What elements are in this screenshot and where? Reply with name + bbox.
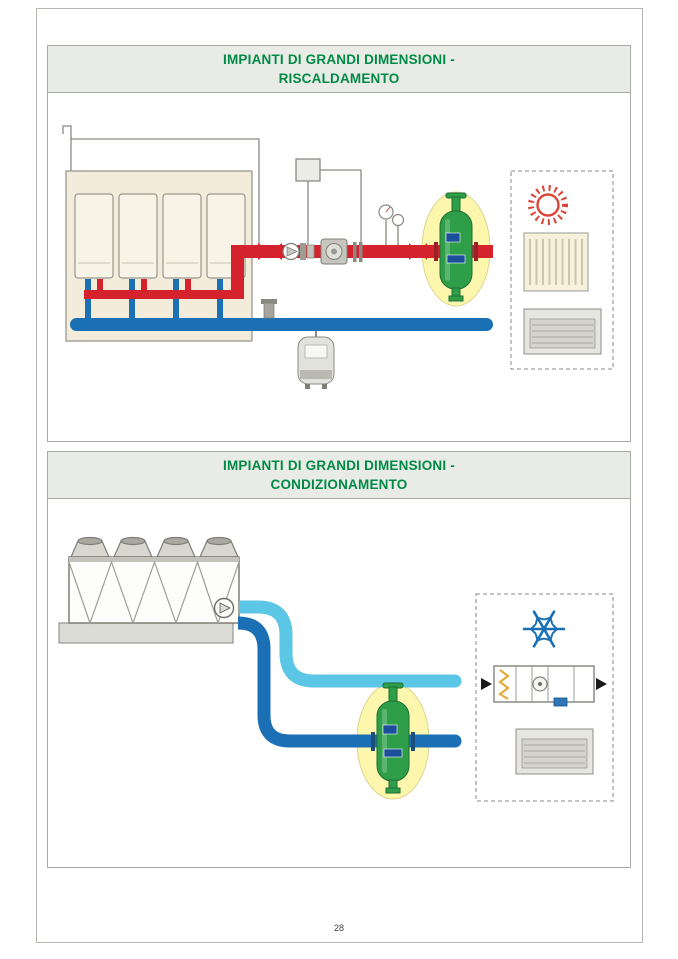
flange-icon (411, 732, 415, 751)
heating-title-line1: IMPIANTI DI GRANDI DIMENSIONI - (223, 52, 455, 67)
chiller-base (58, 622, 234, 644)
snowflake-icon (522, 610, 566, 648)
drain-cap (448, 295, 464, 302)
flange-icon (353, 242, 357, 262)
chilled-supply-pipe (239, 600, 455, 688)
cooling-section: IMPIANTI DI GRANDI DIMENSIONI - CONDIZIO… (47, 451, 631, 868)
brand-label (382, 724, 398, 735)
return-pipe-end (448, 734, 462, 748)
cooling-schematic (58, 536, 614, 802)
flange-icon (474, 242, 478, 261)
supply-manifold (84, 290, 244, 299)
pump-icon (213, 597, 235, 619)
heating-title-line2: RISCALDAMENTO (278, 71, 400, 86)
radiator-icon (523, 232, 589, 292)
flange-icon (434, 242, 438, 261)
pipeline-components (282, 204, 405, 265)
airflow-arrow-left (481, 678, 492, 690)
chiller-body (68, 556, 240, 624)
boiler (118, 193, 158, 279)
heating-schematic (62, 125, 614, 389)
coil-connection (553, 697, 568, 707)
drain-cap (385, 787, 401, 794)
heating-section: IMPIANTI DI GRANDI DIMENSIONI - RISCALDA… (47, 45, 631, 442)
cooling-diagram-area (48, 499, 630, 867)
auxiliary-piping (62, 125, 399, 246)
chilled-return-pipe (237, 616, 455, 748)
boiler-room (65, 170, 253, 342)
fan-coil-icon (515, 728, 594, 775)
return-pipe (70, 318, 493, 331)
condenser-coil-zigzag (68, 560, 240, 625)
cooling-section-header: IMPIANTI DI GRANDI DIMENSIONI - CONDIZIO… (48, 452, 630, 499)
cold-return-circuit (70, 279, 493, 331)
boiler (74, 193, 114, 279)
chiller-unit (58, 536, 240, 644)
air-dirt-separator (371, 682, 415, 794)
page-number: 28 (333, 923, 344, 933)
air-dirt-separator (434, 192, 478, 302)
valve-icon (300, 243, 306, 260)
control-box-icon (295, 158, 321, 182)
vessel-label (304, 344, 328, 359)
separator-body (376, 700, 410, 782)
flange-icon (371, 732, 375, 751)
cooling-emitters (475, 593, 614, 802)
brand-label (445, 232, 461, 243)
cooling-title-line1: IMPIANTI DI GRANDI DIMENSIONI - (223, 458, 455, 473)
cooling-title-line2: CONDIZIONAMENTO (270, 477, 408, 492)
brand-label (383, 748, 403, 758)
heating-section-header: IMPIANTI DI GRANDI DIMENSIONI - RISCALDA… (48, 46, 630, 93)
page-footer: 28 (0, 923, 678, 933)
separator-body (439, 210, 473, 290)
filter-zigzag (498, 669, 510, 700)
airflow-arrow-right (596, 678, 607, 690)
brand-label (446, 254, 466, 264)
check-valve-icon (258, 243, 270, 260)
supply-pipe-end (448, 674, 462, 688)
supply-riser (231, 245, 244, 299)
thermometer-icon (391, 213, 405, 227)
shutoff-valve-icon (409, 243, 418, 260)
air-vent-icon (263, 302, 275, 319)
expansion-vessel (261, 299, 335, 389)
sun-icon (528, 185, 568, 225)
chiller-fans (70, 536, 239, 558)
heat-emitters (510, 170, 614, 370)
heating-diagram-area (48, 93, 630, 441)
boiler (162, 193, 202, 279)
air-handling-unit-icon (481, 665, 607, 707)
fan-coil-icon (523, 308, 602, 355)
